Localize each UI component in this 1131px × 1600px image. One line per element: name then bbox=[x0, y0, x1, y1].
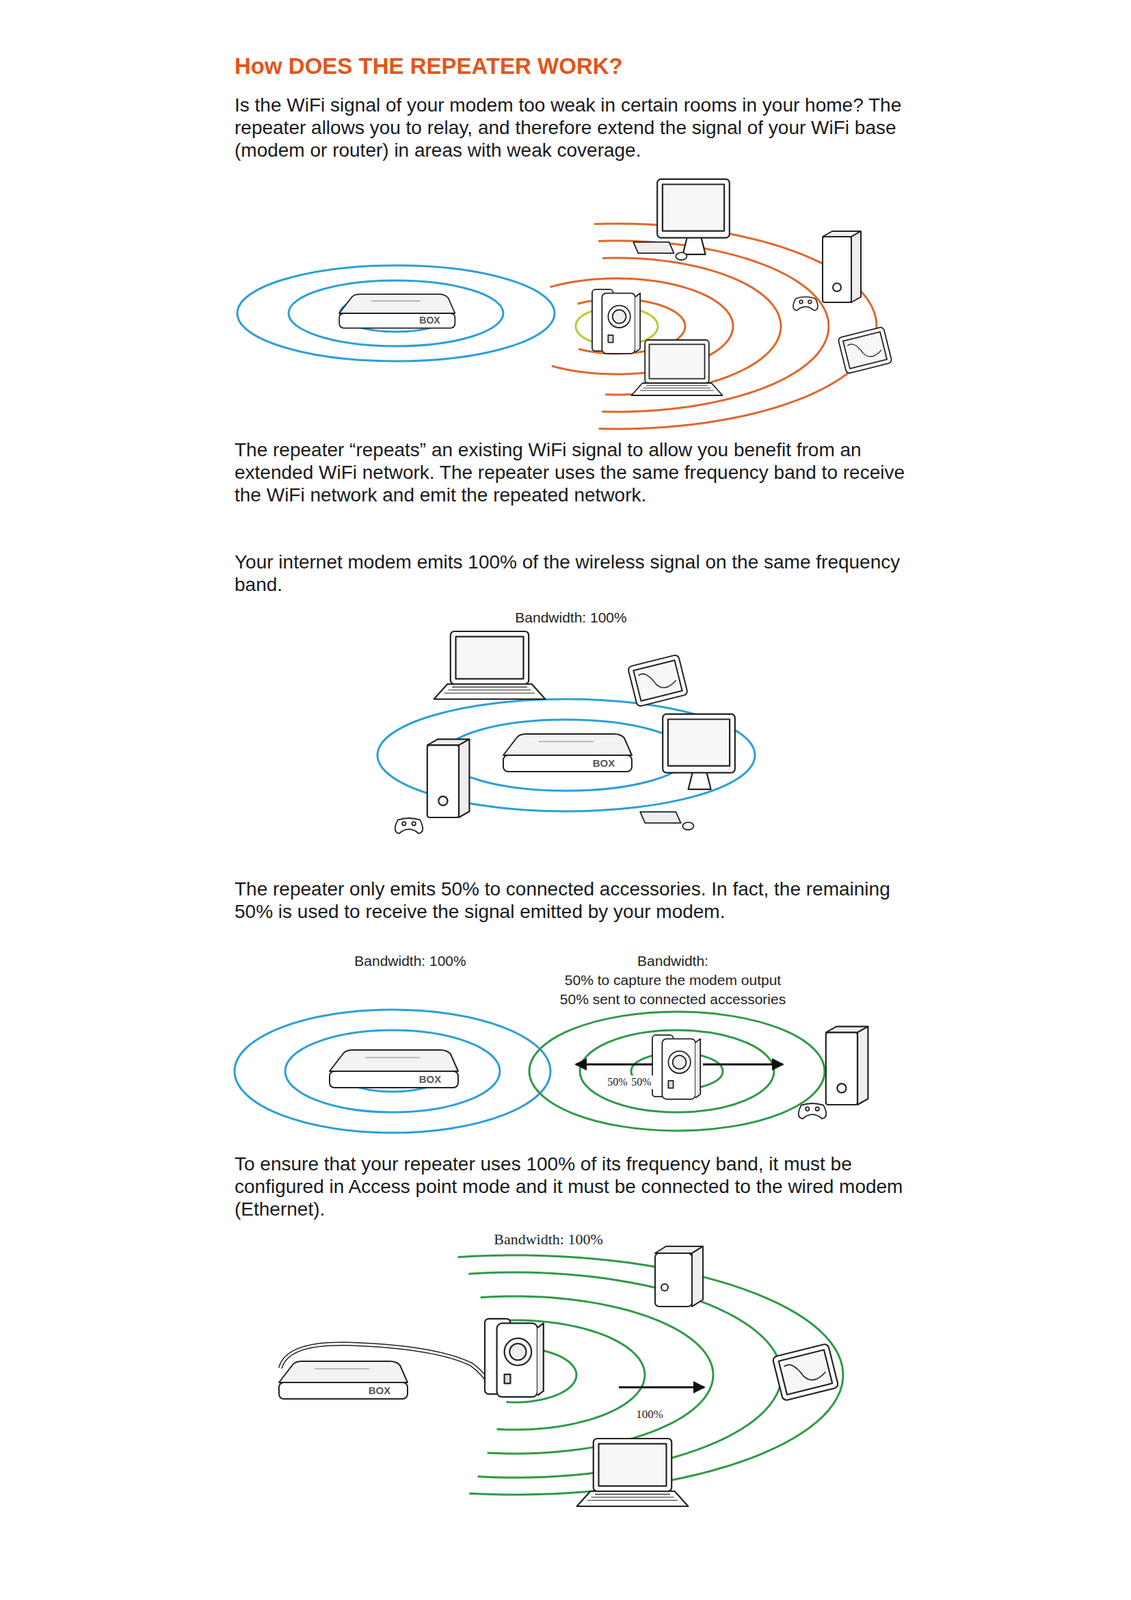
modem bbox=[278, 1360, 408, 1399]
gamepad bbox=[798, 1102, 827, 1119]
tablet bbox=[772, 1342, 839, 1401]
body-paragraph: To ensure that your repeater uses 100% o… bbox=[234, 1152, 905, 1220]
monitor bbox=[662, 713, 736, 790]
console bbox=[427, 739, 470, 818]
repeater bbox=[484, 1318, 544, 1397]
signal-ring bbox=[234, 1009, 551, 1133]
signal-ring bbox=[237, 265, 555, 362]
body-paragraph: The repeater “repeats” an existing WiFi … bbox=[234, 438, 905, 507]
signal-arc bbox=[458, 1254, 844, 1495]
heading: How DOES THE REPEATER WORK? bbox=[234, 53, 623, 80]
percent-label: 50% bbox=[605, 1074, 630, 1089]
device-brand: BOX bbox=[366, 1384, 394, 1397]
bandwidth-label: 50% to capture the modem output bbox=[562, 970, 783, 989]
bandwidth-label: Bandwidth: 100% bbox=[512, 608, 629, 626]
console bbox=[826, 1026, 869, 1105]
signal-ring bbox=[579, 1029, 775, 1112]
gamepad bbox=[793, 296, 818, 311]
tablet bbox=[837, 326, 892, 375]
signal-arc bbox=[594, 223, 877, 429]
device-brand: BOX bbox=[590, 756, 618, 770]
modem bbox=[329, 1049, 459, 1088]
gamepad bbox=[395, 817, 424, 834]
modem bbox=[503, 733, 632, 772]
percent-label: 50% bbox=[629, 1074, 654, 1089]
arrow bbox=[618, 1386, 705, 1389]
body-paragraph: The repeater only emits 50% to connected… bbox=[234, 877, 905, 923]
device-brand: BOX bbox=[417, 1072, 444, 1086]
signal-arc bbox=[602, 257, 781, 395]
repeater bbox=[652, 1034, 701, 1099]
laptop bbox=[577, 1438, 689, 1506]
modem bbox=[339, 294, 455, 329]
keyboard bbox=[633, 242, 687, 260]
laptop bbox=[434, 631, 546, 699]
bandwidth-label: Bandwidth: 100% bbox=[352, 951, 468, 969]
signal-arc bbox=[598, 240, 829, 412]
signal-ring bbox=[288, 280, 504, 347]
signal-ring bbox=[443, 719, 689, 791]
percent-label: 100% bbox=[633, 1407, 666, 1422]
hard-drive bbox=[655, 1245, 703, 1307]
repeater bbox=[592, 289, 641, 354]
bandwidth-label: Bandwidth: bbox=[635, 951, 711, 969]
arrow bbox=[575, 1063, 654, 1066]
device-brand: BOX bbox=[417, 314, 442, 327]
console bbox=[822, 231, 861, 303]
signal-ring bbox=[529, 1011, 825, 1131]
bandwidth-label: 50% sent to connected accessories bbox=[557, 990, 788, 1008]
body-paragraph: Is the WiFi signal of your modem too wea… bbox=[234, 93, 905, 162]
body-paragraph: Your internet modem emits 100% of the wi… bbox=[234, 550, 905, 596]
signal-ring bbox=[285, 1029, 500, 1112]
arrow bbox=[702, 1063, 783, 1066]
laptop bbox=[631, 339, 723, 396]
tablet bbox=[627, 654, 688, 708]
keyboard bbox=[640, 811, 694, 830]
signal-arc bbox=[492, 1319, 645, 1430]
bandwidth-label: Bandwidth: 100% bbox=[491, 1230, 606, 1248]
signal-arc bbox=[480, 1295, 714, 1454]
